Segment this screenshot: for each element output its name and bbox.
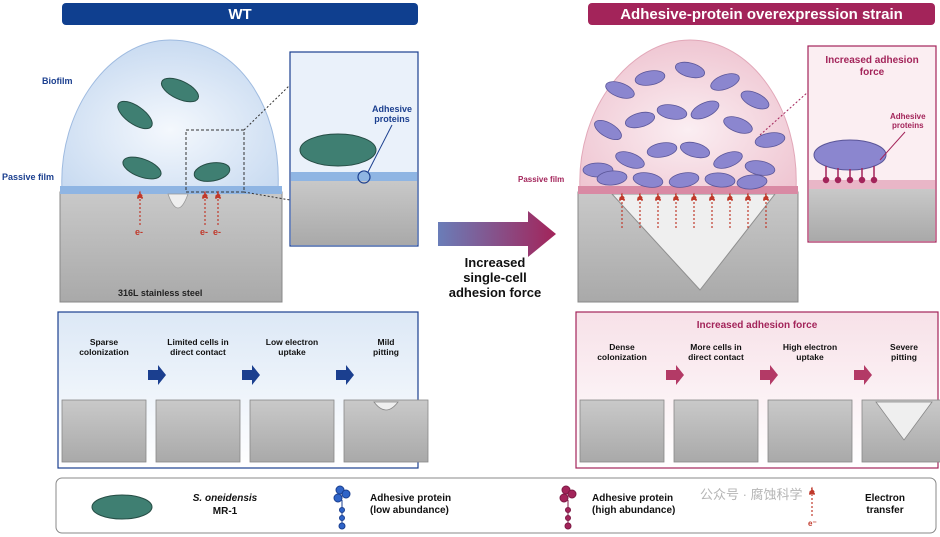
mut-electron-arrows [618,192,770,228]
wt-electron-label-3: e- [213,227,222,237]
wt-inset-bacterium [299,133,377,167]
wt-header-text: WT [228,5,252,23]
step-label: Limited cells in direct contact [167,337,229,357]
wt-zoom-line-1 [243,84,291,131]
legend-frame [55,477,937,534]
legend-low-label: Adhesive protein (low abundance) [370,493,452,516]
step-label: More cells in direct contact [688,342,744,362]
mut-passive-label: Passive film [518,175,565,184]
legend-electron-e: e⁻ [808,519,817,528]
legend-cell-name: S. oneidensis [192,493,258,504]
middle-label: Increased single-cell adhesion force [448,255,542,300]
wt-inset-protein-callout [357,170,371,184]
legend-cell-icon [91,494,153,520]
wt-inset-pointer [367,124,393,173]
legend-cell-strain: MR-1 [212,506,238,517]
legend-high-protein-icon [559,485,577,530]
mut-header-text: Adhesive-protein overexpression strain [620,5,903,23]
step-label: Sparse colonization [79,337,129,357]
wt-electron-label-2: e- [200,227,209,237]
wt-electron-label-1: e- [135,227,144,237]
mut-inset-pointer [879,131,906,161]
legend-electron-label: Electron transfer [864,493,905,516]
wt-inset-passive [291,172,417,181]
wt-inset-steel [291,180,417,245]
mut-inset-label: Adhesive proteins [890,112,926,131]
wt-bacterium [117,77,231,182]
step-label: Low electron uptake [265,337,319,357]
mut-inset-steel [809,188,935,241]
wt-step-tiles [61,399,429,463]
step-label: High electron uptake [782,342,838,362]
mut-bacterium [582,61,786,190]
mut-step-arrows [666,365,872,385]
wt-pit [167,193,189,209]
legend-electron-arrow [808,486,816,516]
mut-inset-proteins [822,166,878,184]
mut-inset-title: Increased adhesion force [825,55,919,78]
wt-steel-block [59,191,283,303]
mut-passive-film [578,186,798,194]
wt-biofilm-label: Biofilm [42,76,73,86]
wt-biofilm-dome [61,39,279,191]
mut-biofilm-dome [579,39,797,191]
mut-header: Adhesive-protein overexpression strain [588,3,935,25]
step-label: Dense colonization [597,342,647,362]
wt-step-arrows [148,365,354,385]
mut-step-tiles [579,399,940,463]
wt-header: WT [62,3,418,25]
mut-panel-title: Increased adhesion force [696,320,818,331]
wt-passive-label: Passive film [2,172,55,182]
middle-arrow [438,211,556,257]
mut-zoom-line [759,91,809,136]
mut-inset-bacterium [813,139,887,171]
step-label: Mild pitting [373,337,399,357]
wt-inset-label: Adhesive proteins [372,104,413,125]
watermark: 公众号 · 腐蚀科学 [700,487,803,502]
legend-high-label: Adhesive protein (high abundance) [592,493,676,516]
wt-passive-film [60,186,282,194]
legend-low-protein-icon [333,485,351,530]
step-label: Severe pitting [890,342,918,362]
wt-steel-label: 316L stainless steel [118,288,203,298]
mut-inset-passive [809,180,935,189]
wt-electron-arrows [136,190,222,225]
